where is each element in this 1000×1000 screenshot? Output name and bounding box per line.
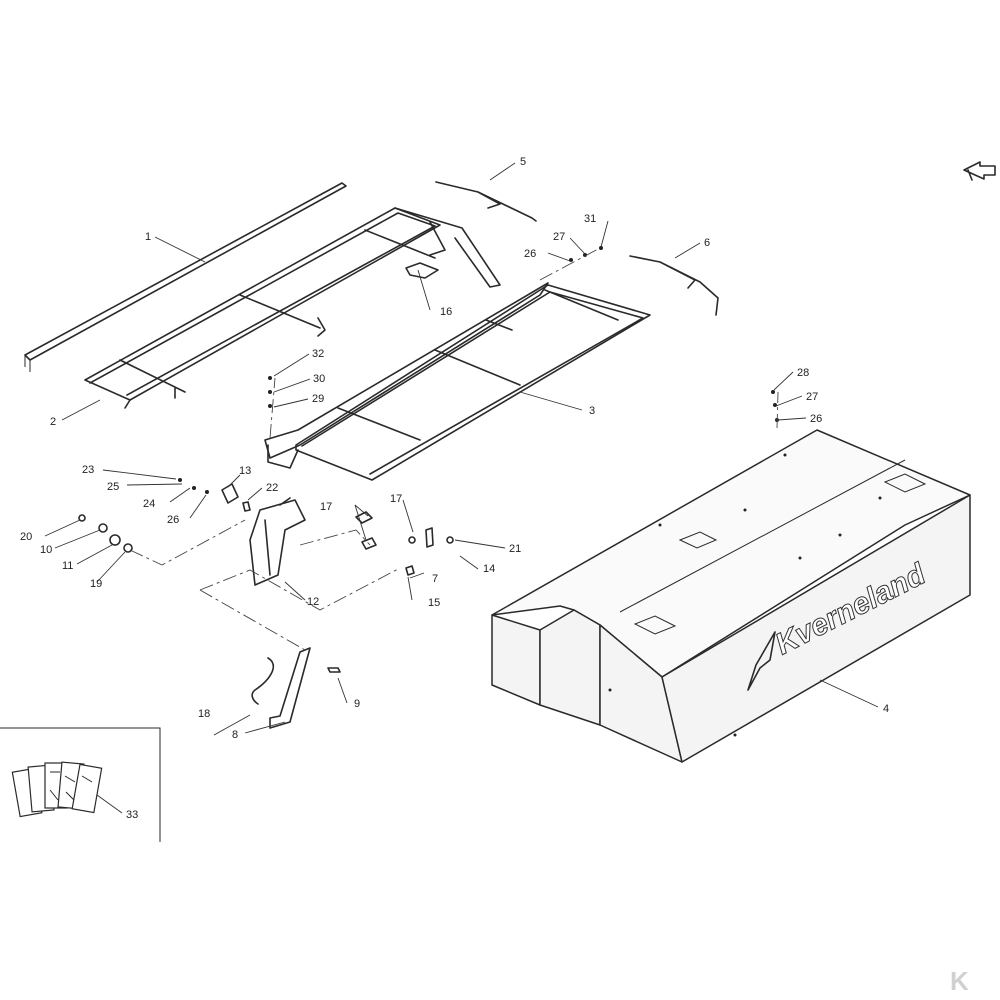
callout-7: 7: [432, 573, 438, 585]
callout-31: 31: [584, 213, 596, 225]
part-12-bracket: [249, 497, 306, 586]
callout-20: 20: [20, 531, 32, 543]
callout-25: 25: [107, 481, 119, 493]
callout-5: 5: [520, 156, 526, 168]
kverneland-logo-arrow-icon: [747, 631, 776, 691]
callout-17a: 17: [320, 501, 332, 513]
callout-18: 18: [198, 708, 210, 720]
part-1-strip: [24, 182, 347, 372]
callout-27a: 27: [553, 231, 565, 243]
callout-28: 28: [797, 367, 809, 379]
watermark-mark: K: [950, 966, 969, 996]
callout-26c: 26: [810, 413, 822, 425]
part-18-cable: [251, 657, 274, 705]
decal-inset: [0, 727, 161, 842]
callout-32: 32: [312, 348, 324, 360]
part-4-cover: Kverneland: [491, 429, 971, 763]
part-2-frame: [84, 207, 501, 409]
callout-17b: 17: [390, 493, 402, 505]
callout-4: 4: [883, 703, 889, 715]
callout-11: 11: [62, 560, 73, 572]
callout-30: 30: [313, 373, 325, 385]
callout-27b: 27: [806, 391, 818, 403]
part-6-handle: [629, 255, 719, 316]
callout-16: 16: [440, 306, 452, 318]
part-3-frame: [264, 282, 651, 481]
callout-12: 12: [307, 596, 319, 608]
callout-13: 13: [239, 465, 251, 477]
part-9-pin: [327, 667, 341, 673]
callout-26b: 26: [524, 248, 536, 260]
callout-6: 6: [704, 237, 710, 249]
callout-23: 23: [82, 464, 94, 476]
part-16-bracket: [405, 262, 439, 279]
callout-8: 8: [232, 729, 238, 741]
callout-9: 9: [354, 698, 360, 710]
callout-1: 1: [145, 231, 151, 243]
callout-24: 24: [143, 498, 155, 510]
assembly-center-lines: [129, 247, 779, 651]
part-5-handle: [435, 181, 537, 222]
leader-lines: [44, 162, 879, 814]
brand-watermark-icon: K: [950, 966, 969, 996]
callout-15: 15: [428, 597, 440, 609]
callout-19: 19: [90, 578, 102, 590]
callout-33: 33: [126, 809, 138, 821]
turn-arrow-icon[interactable]: [963, 161, 996, 181]
callout-26a: 26: [167, 514, 179, 526]
warning-decals-icon: [11, 761, 103, 818]
callout-10: 10: [40, 544, 52, 556]
part-8-stand: [269, 647, 311, 729]
callout-14: 14: [483, 563, 495, 575]
callout-2: 2: [50, 416, 56, 428]
callout-22: 22: [266, 482, 278, 494]
callout-21: 21: [509, 543, 521, 555]
callout-29: 29: [312, 393, 324, 405]
callout-labels: 1 2 3 4 5 6 7 8 9 10 11 12 13 14 15 16 1…: [20, 156, 889, 821]
callout-3: 3: [589, 405, 595, 417]
